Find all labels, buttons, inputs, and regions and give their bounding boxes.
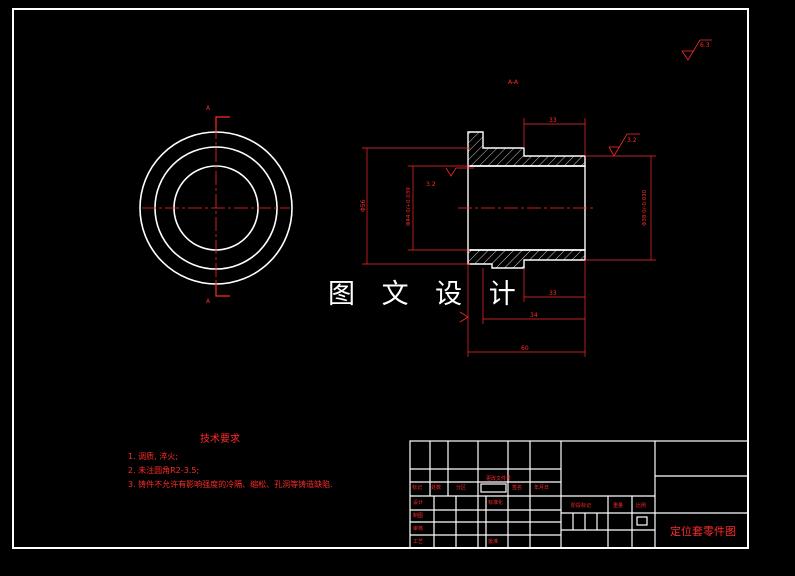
tb-stage-label: 阶段标记 bbox=[571, 502, 591, 509]
tb-stage-label: 比例 bbox=[636, 502, 646, 509]
tb-header-label: 标记 bbox=[412, 484, 422, 491]
tb-stage-label: 重量 bbox=[613, 502, 623, 509]
cut-label-bottom: A bbox=[206, 298, 211, 305]
cut-label-top: A bbox=[206, 105, 211, 112]
overall-roughness: 6.3 bbox=[681, 39, 712, 61]
part-name: 定位套零件图 bbox=[670, 524, 736, 538]
tech-requirement-item: 3. 铸件不允许有影响强度的冷隔、缩松、孔洞等铸造缺陷. bbox=[128, 480, 333, 489]
overall-roughness-value: 6.3 bbox=[700, 42, 710, 49]
tb-row-label: 审核 bbox=[413, 525, 423, 532]
tb-row-label: 工艺 bbox=[413, 539, 423, 545]
drawing-frame bbox=[12, 8, 749, 549]
cut-mark-bottom bbox=[215, 282, 230, 297]
tech-requirement-item: 1. 调质, 淬火; bbox=[128, 452, 178, 461]
roughness-symbol-left bbox=[459, 311, 469, 323]
end-view: A A bbox=[139, 105, 293, 305]
tb-row-label: 制图 bbox=[413, 512, 423, 519]
dim-length-34: 34 bbox=[530, 312, 538, 319]
title-block-labels: 标记 处数 分区 更改文件号 签名 年月日 设计 制图 审核 工艺 标准化 批准… bbox=[412, 475, 646, 545]
section-label: A-A bbox=[508, 79, 519, 86]
tb-sign-label: 批准 bbox=[488, 538, 498, 545]
tb-header-label: 更改文件号 bbox=[486, 475, 511, 482]
tb-header-label: 处数 bbox=[431, 484, 441, 491]
watermark: 图 文 设 计 bbox=[328, 279, 525, 310]
dim-left-diameter: Φ56 bbox=[360, 199, 367, 212]
bottom-wall-section bbox=[467, 249, 586, 269]
tb-header-label: 年月日 bbox=[534, 484, 549, 491]
tech-requirements-title: 技术要求 bbox=[200, 434, 240, 445]
roughness-outer-value: 3.2 bbox=[627, 137, 637, 144]
roughness-inner-value: 3.2 bbox=[426, 181, 436, 188]
dim-total-length: 60 bbox=[521, 345, 529, 352]
top-wall-section bbox=[467, 131, 586, 167]
cut-mark-top bbox=[215, 116, 230, 131]
tb-header-label: 签名 bbox=[512, 484, 522, 491]
tb-header-label: 分区 bbox=[456, 484, 466, 491]
tech-requirement-item: 2. 未注圆角R2-3.5; bbox=[128, 466, 200, 475]
roughness-symbol-inner: 3.2 bbox=[426, 167, 474, 188]
dim-bottom-length: 33 bbox=[549, 290, 557, 297]
section-view: A-A Φ56 Φ44 0/+0.039 Φ38 0/-0.030 33 bbox=[360, 79, 656, 357]
tb-row-label: 设计 bbox=[413, 499, 423, 506]
tb-sign-label: 标准化 bbox=[488, 499, 503, 506]
roughness-symbol-outer: 3.2 bbox=[608, 133, 640, 157]
dim-bore-tolerance: Φ44 0/+0.039 bbox=[406, 187, 412, 226]
dim-top-length: 33 bbox=[549, 117, 557, 124]
title-block bbox=[409, 440, 749, 549]
dim-outer-tolerance: Φ38 0/-0.030 bbox=[642, 189, 648, 226]
